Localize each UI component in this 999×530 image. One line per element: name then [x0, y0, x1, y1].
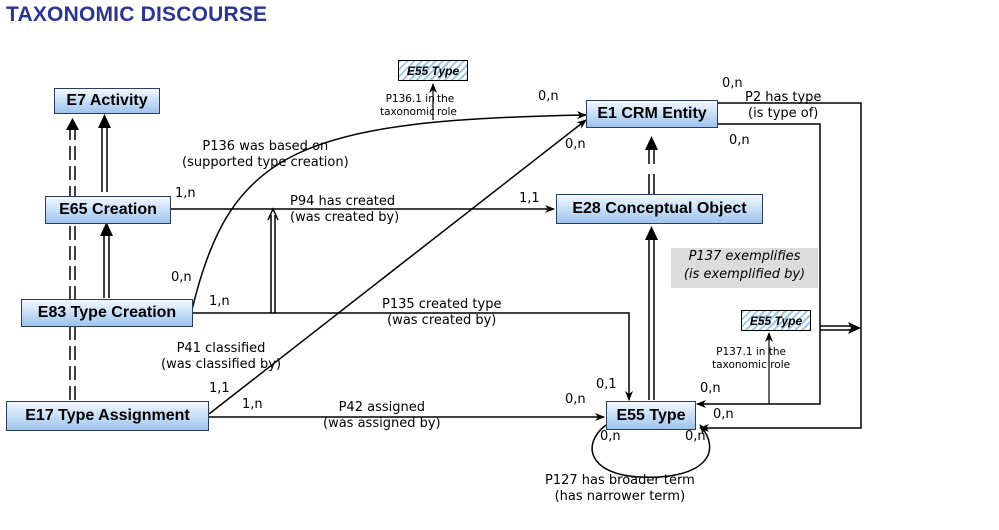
p42-label-line1: P42 assigned — [338, 400, 425, 415]
p42-label: P42 assigned (was assigned by) — [323, 400, 441, 432]
p41-edge — [208, 119, 587, 415]
p136-1-left-line2: taxonomic — [380, 106, 435, 118]
entity-e65-creation[interactable]: E65 Creation — [45, 196, 171, 224]
card-p94-range: 1,1 — [519, 191, 540, 206]
p127-edge — [591, 424, 711, 478]
card-p2-range-top: 0,n — [729, 133, 750, 148]
diagram-title: TAXONOMIC DISCOURSE — [6, 3, 268, 26]
card-p41-range: 0,n — [565, 137, 586, 152]
entity-e83-type-creation[interactable]: E83 Type Creation — [21, 299, 193, 327]
p137-label: P137 exemplifies (is exemplified by) — [671, 248, 818, 288]
p136-1-label-left: P136.1 in taxonomic — [380, 93, 435, 119]
p136-label-line1: P136 was based on — [202, 139, 329, 154]
card-p42-domain: 1,n — [242, 397, 263, 412]
isa-e17-e7 — [69, 128, 76, 400]
card-p135-domain: 1,n — [209, 294, 230, 309]
p137-link — [820, 325, 852, 331]
p136-edge — [191, 111, 587, 311]
p136-1-right-line1: the — [437, 93, 455, 105]
p135-label: P135 created type (was created by) — [382, 297, 501, 329]
role-box-e55-type-p137[interactable]: E55 Type — [741, 310, 811, 331]
card-p2-range: 0,n — [713, 407, 734, 422]
card-p94-domain: 1,n — [175, 186, 196, 201]
p137-label-line1: P137 exemplifies — [688, 249, 801, 264]
isa-e65-arrowhead — [100, 222, 113, 236]
entity-e17-type-assignment[interactable]: E17 Type Assignment — [6, 401, 209, 431]
p127-label: P127 has broader term (has narrower term… — [545, 473, 695, 505]
p94-label-line1: P94 has created — [290, 194, 396, 209]
card-p41-domain: 1,1 — [209, 381, 230, 396]
card-p136-range: 0,n — [538, 89, 559, 104]
isa-e1-arrowhead — [645, 136, 658, 150]
p136-1-right-line2: role — [437, 106, 457, 118]
p127-label-line2: (has narrower term) — [554, 489, 686, 504]
p2-label-line1: P2 has type — [745, 90, 822, 105]
p135-label-line1: P135 created type — [382, 297, 502, 312]
card-p127-right: 0,n — [685, 429, 706, 444]
role-box-e55-type-p136[interactable]: E55 Type — [398, 60, 468, 81]
isa-e83-e65 — [103, 234, 110, 298]
p136-label-line2: (supported type creation) — [182, 155, 349, 170]
entity-e1-crm-entity[interactable]: E1 CRM Entity — [586, 100, 718, 128]
p2-label: P2 has type (is type of) — [745, 90, 821, 122]
isa-e7-arrowhead-dashed — [66, 118, 79, 130]
entity-e28-conceptual-object[interactable]: E28 Conceptual Object — [556, 194, 763, 224]
isa-e55-e28 — [648, 238, 655, 400]
card-p136-domain: 0,n — [171, 270, 192, 285]
p94-label-line2: (was created by) — [290, 210, 400, 225]
p42-label-line2: (was assigned by) — [323, 416, 441, 431]
p41-label-line2: (was classified by) — [161, 357, 282, 372]
isa-e28-arrowhead — [645, 226, 658, 240]
p94-label: P94 has created (was created by) — [290, 194, 399, 226]
isa-e7-arrowhead — [98, 114, 111, 128]
p137-1-label-line1: P137.1 in the — [716, 346, 786, 358]
p2-edge-outer — [699, 102, 862, 432]
p2-label-line2: (is type of) — [748, 106, 819, 121]
p137-1-label: P137.1 in the taxonomic role — [712, 346, 790, 372]
p2-edge-inner — [696, 123, 821, 408]
p41-label: P41 classified (was classified by) — [161, 341, 281, 373]
card-p137-range: 0,n — [700, 381, 721, 396]
entity-e55-type[interactable]: E55 Type — [606, 401, 696, 430]
p137-label-line2: (is exemplified by) — [683, 267, 806, 282]
card-p2-domain: 0,n — [722, 76, 743, 91]
card-p135-range: 0,1 — [596, 377, 617, 392]
e83-p94-link — [270, 215, 276, 313]
entity-e7-activity[interactable]: E7 Activity — [54, 88, 160, 114]
p41-label-line1: P41 classified — [176, 341, 266, 356]
p137-1-label-line2: taxonomic role — [712, 359, 791, 371]
card-p42-range: 0,n — [565, 392, 586, 407]
p136-label: P136 was based on (supported type creati… — [182, 139, 349, 171]
isa-e65-e7 — [101, 126, 108, 192]
p127-label-line1: P127 has broader term — [545, 473, 695, 488]
p136-1-left-line1: P136.1 in — [385, 93, 435, 105]
p135-label-line2: (was created by) — [387, 313, 497, 328]
isa-e28-e1 — [648, 150, 655, 194]
card-p127-left: 0,n — [600, 429, 621, 444]
p136-1-label-right: the role — [437, 93, 457, 119]
